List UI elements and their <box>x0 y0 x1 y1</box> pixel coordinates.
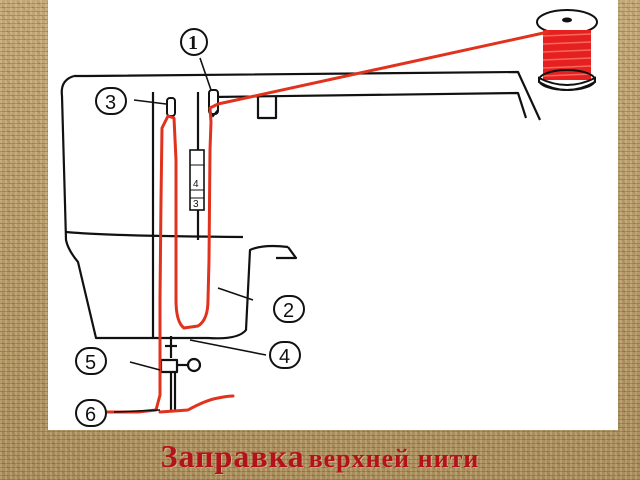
caption-word-2: верхней нити <box>308 444 480 473</box>
scale-mark-4: 4 <box>193 179 199 190</box>
caption-word-1: Заправка <box>160 438 305 474</box>
svg-text:3: 3 <box>105 92 116 114</box>
label-3: 3 <box>95 87 127 115</box>
thread-path <box>86 30 550 414</box>
svg-text:6: 6 <box>85 404 96 426</box>
scale-mark-3: 3 <box>193 199 199 210</box>
diagram-caption: Заправка верхней нити <box>0 438 640 475</box>
svg-text:4: 4 <box>279 346 290 368</box>
svg-text:5: 5 <box>85 352 96 374</box>
leader-lines <box>113 57 267 413</box>
sewing-machine-diagram: 4 3 1 3 <box>60 9 598 427</box>
machine-outline <box>60 70 541 412</box>
svg-text:2: 2 <box>283 300 294 322</box>
thread-guide-3 <box>166 97 176 117</box>
svg-text:1: 1 <box>188 32 198 54</box>
thread-spool <box>536 9 598 91</box>
label-2: 2 <box>273 295 305 323</box>
label-5: 5 <box>75 347 107 375</box>
diagram-panel: 4 3 1 3 <box>48 0 618 430</box>
label-6: 6 <box>75 399 107 427</box>
label-1: 1 <box>180 28 208 56</box>
label-4: 4 <box>269 341 301 369</box>
tension-scale: 4 3 <box>189 149 205 211</box>
